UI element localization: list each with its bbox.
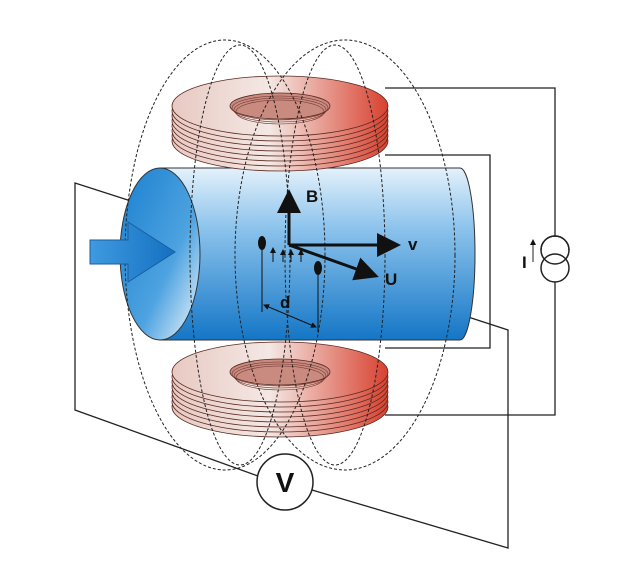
- electrode-left: [258, 236, 266, 250]
- voltmeter-label: V: [276, 467, 295, 498]
- coil-hole-ring: [231, 95, 329, 121]
- coil-hole: [229, 358, 331, 386]
- label-b: B: [306, 187, 318, 206]
- coil-hole-ring: [235, 99, 325, 125]
- label-current: I: [522, 253, 527, 272]
- current-source: [530, 235, 570, 283]
- coil-hole-ring: [235, 365, 325, 391]
- pipe: [119, 167, 476, 341]
- flow-direction-arrow: [89, 221, 176, 283]
- top-coil: [171, 75, 389, 172]
- voltmeter: V: [256, 453, 314, 511]
- label-v: v: [408, 235, 418, 254]
- electrode-right: [314, 261, 322, 275]
- coil-hole: [229, 92, 331, 120]
- label-u: U: [385, 270, 397, 289]
- coil-hole-ring: [233, 363, 327, 389]
- distance-d-arrow: [263, 304, 317, 328]
- coil-hole-ring: [233, 97, 327, 123]
- coil-hole-ring: [231, 361, 329, 387]
- label-d: d: [280, 293, 290, 312]
- coil-supply-wire: [385, 87, 556, 236]
- coil-bridge-wire: [385, 154, 491, 349]
- coil-return-wire: [385, 282, 556, 416]
- bottom-coil: [171, 341, 389, 438]
